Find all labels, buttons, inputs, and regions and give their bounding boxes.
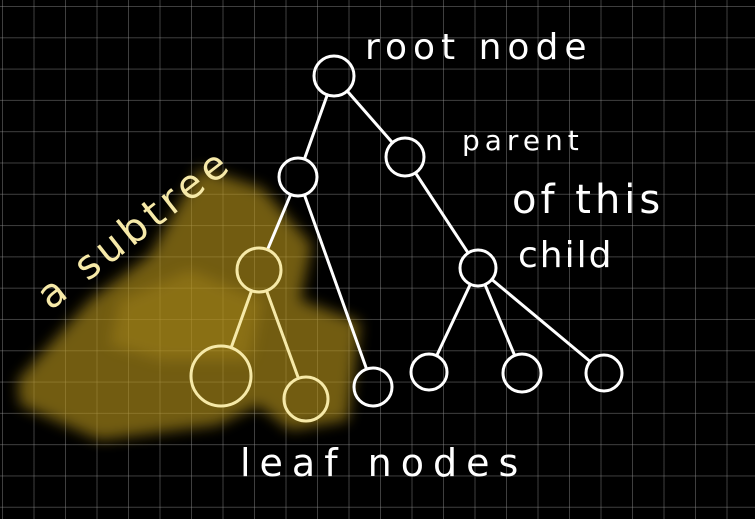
tree-edge	[265, 289, 300, 380]
tree-edge	[490, 278, 592, 363]
parent-label-line3: child	[518, 235, 614, 276]
tree-edge	[302, 193, 369, 371]
leaf-node	[282, 375, 330, 423]
parent-label-line2: of this	[512, 177, 665, 223]
highlight-stroke	[110, 270, 262, 360]
leaf-nodes-label: leaf nodes	[240, 441, 528, 485]
tree-edge	[229, 289, 254, 350]
tree-edge	[413, 171, 470, 255]
tree-edge	[266, 193, 293, 252]
tree-edge	[435, 282, 472, 358]
leaf-node	[584, 353, 624, 393]
leaf-node	[409, 352, 449, 392]
tree-edge	[345, 89, 394, 145]
leaf-node	[501, 352, 543, 394]
root-node-label: root node	[365, 27, 593, 68]
tree-node	[235, 246, 283, 294]
tree-node	[458, 248, 498, 288]
root-node	[312, 54, 356, 98]
tree-edge	[483, 283, 517, 357]
tree-node	[384, 136, 426, 178]
parent-label-line1: parent	[462, 124, 584, 157]
tree-node	[277, 156, 319, 198]
tree-edge	[302, 93, 329, 161]
leaf-node	[352, 366, 394, 408]
leaf-node	[189, 344, 253, 408]
